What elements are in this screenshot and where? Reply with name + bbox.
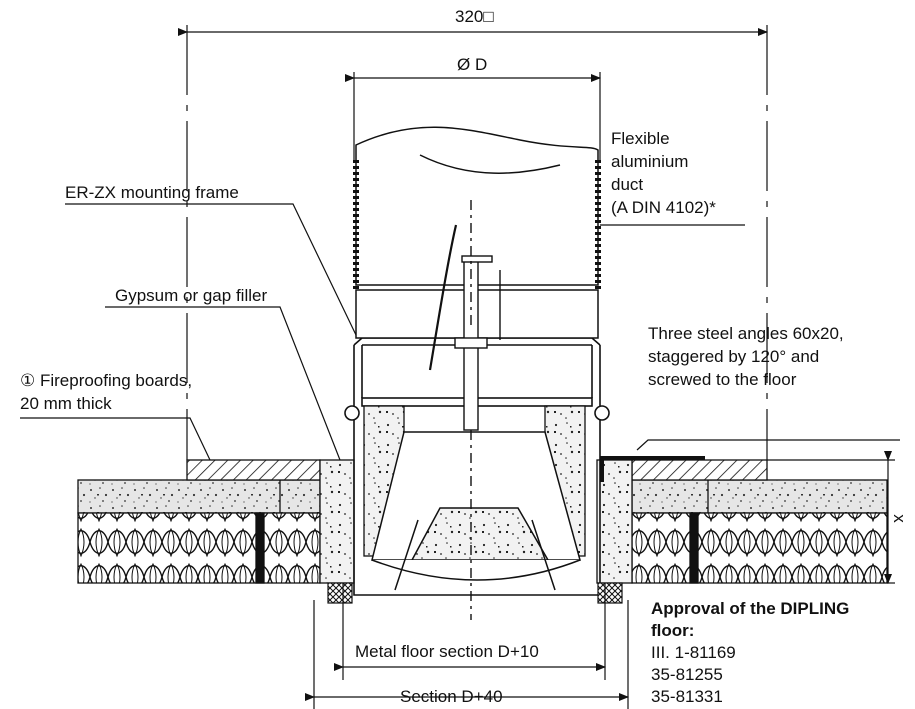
damper-cone	[371, 431, 581, 591]
leader-lines	[20, 203, 900, 461]
floor-slab-right	[631, 479, 888, 584]
gap-filler-left	[319, 459, 355, 584]
overall-dimension-label: 320□	[455, 7, 494, 26]
diameter-label: Ø D	[457, 55, 488, 74]
duct-label-line-4: (A DIN 4102)*	[611, 198, 716, 217]
duct-label-line-1: Flexible	[611, 129, 670, 148]
angles-label-line-3: screwed to the floor	[648, 370, 797, 389]
frame-label: ER-ZX mounting frame	[65, 183, 239, 202]
angles-label-line-1: Three steel angles 60x20,	[648, 324, 844, 343]
metal-floor-section-dimension	[334, 583, 606, 680]
approval-number-3: 35-81331	[651, 687, 723, 706]
duct-label-line-2: aluminium	[611, 152, 689, 171]
flexible-duct	[353, 126, 601, 339]
height-dimension	[767, 451, 895, 584]
overall-dimension	[178, 25, 768, 460]
fireproofing-board-right	[631, 459, 768, 481]
approval-title-line-1: Approval of the DIPLING	[651, 599, 850, 618]
floor-slab-left	[77, 479, 321, 584]
metal-floor-section-label: Metal floor section D+10	[355, 642, 539, 661]
steel-angle-right	[600, 456, 705, 482]
angles-label-line-2: staggered by 120° and	[648, 347, 820, 366]
diameter-dimension	[345, 72, 601, 160]
release-rod	[428, 200, 501, 620]
section-label: Section D+40	[400, 687, 503, 706]
fireproofing-board-left	[186, 459, 321, 481]
approval-number-1: III. 1-81169	[651, 643, 736, 662]
height-label: x	[889, 514, 909, 523]
approval-title-line-2: floor:	[651, 621, 695, 640]
section-dimension	[305, 600, 629, 709]
seal-strip-right	[597, 582, 623, 604]
boards-label-line-1: ① Fireproofing boards,	[20, 371, 193, 390]
boards-label-line-2: 20 mm thick	[20, 394, 112, 413]
seal-strip-left	[327, 582, 353, 604]
approval-number-2: 35-81255	[651, 665, 723, 684]
duct-label-line-3: duct	[611, 175, 644, 194]
filler-label: Gypsum or gap filler	[115, 286, 268, 305]
